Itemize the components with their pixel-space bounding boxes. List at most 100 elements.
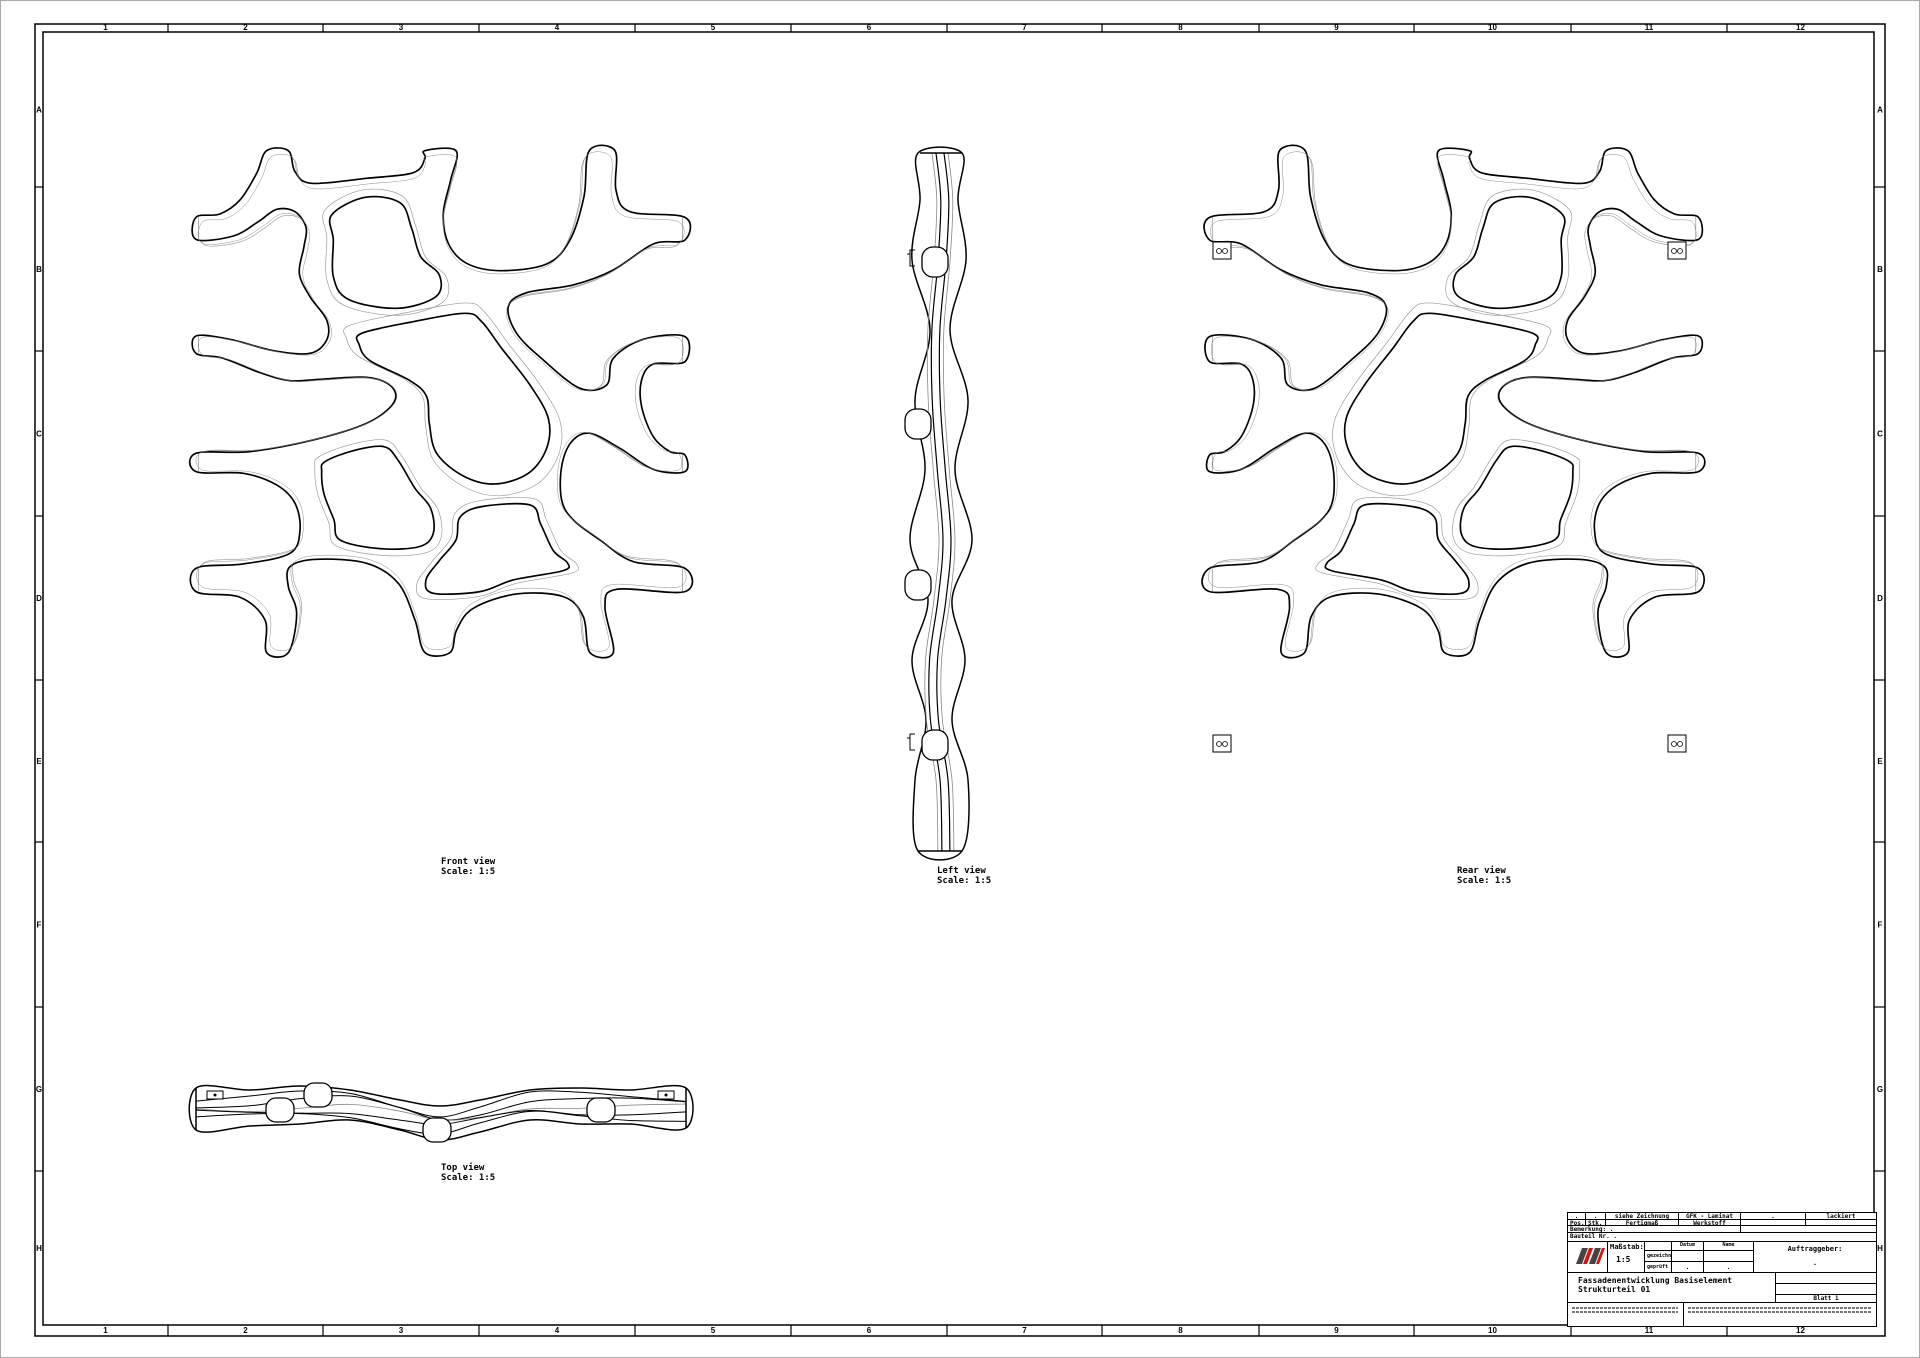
tb-massstab: Maßstab: 1:5 (1608, 1242, 1645, 1273)
bolt-icon (664, 1093, 668, 1097)
tb-massstab-label: Maßstab: (1610, 1243, 1644, 1251)
row-marker: C (1877, 430, 1883, 439)
column-marker: 9 (1334, 1326, 1339, 1335)
rear-hole-contour (1452, 195, 1566, 310)
row-marker: A (36, 106, 42, 115)
tb-title-line1: Fassadenentwicklung Basiselement (1578, 1276, 1733, 1285)
tb-werkstoff-value: GFK - Laminat (1679, 1213, 1741, 1220)
top-view-drawing (188, 1082, 694, 1143)
rear-hole-contour (1324, 502, 1470, 596)
tb-row1-stk: . (1586, 1213, 1606, 1220)
column-marker: 6 (867, 1326, 872, 1335)
left-view-drawing (904, 146, 973, 861)
column-marker: 11 (1645, 23, 1654, 32)
front-hole-contour (355, 312, 551, 485)
bolt-hole-icon (1222, 741, 1228, 747)
bolt-hole-icon (1671, 248, 1677, 254)
tb-bemerkung-label: Bemerkung: (1570, 1226, 1607, 1233)
row-marker: F (1878, 921, 1883, 930)
inner-frame (42, 31, 1875, 1326)
column-marker: 8 (1178, 23, 1183, 32)
front-view-drawing (188, 144, 694, 659)
row-marker: D (36, 594, 42, 603)
title-block: . . siehe Zeichnung GFK - Laminat . lack… (1567, 1212, 1877, 1327)
front-view-label: Front view (441, 856, 496, 867)
tb-copyright-notice (1568, 1303, 1684, 1326)
column-marker: 1 (103, 23, 108, 32)
column-marker: 3 (399, 23, 404, 32)
tb-pos-label: Pos. (1568, 1220, 1586, 1226)
mounting-bracket (1667, 241, 1687, 260)
row-marker: F (37, 921, 42, 930)
top-view-label: Top view (441, 1162, 485, 1173)
mounting-bracket (1212, 241, 1232, 260)
column-marker: 5 (711, 23, 716, 32)
tb-name-label: Name (1704, 1242, 1754, 1251)
tb-blank-corner (1645, 1242, 1672, 1251)
column-marker: 7 (1022, 1326, 1027, 1335)
tb-legal-notice (1684, 1303, 1876, 1326)
column-marker: 10 (1488, 1326, 1497, 1335)
tb-gezeichnet-datum[interactable] (1672, 1251, 1704, 1262)
tb-auftraggeber-value: . (1812, 1259, 1818, 1267)
tb-fertigmass-label: Fertigmaß (1606, 1220, 1679, 1226)
row-marker: H (36, 1244, 42, 1253)
bolt-hole-icon (1222, 248, 1228, 254)
tb-datum-label: Datum (1672, 1242, 1704, 1251)
tb-geprueft-label: geprüft (1645, 1262, 1672, 1273)
column-marker: 12 (1796, 23, 1805, 32)
row-marker: B (36, 265, 42, 274)
left-view-profile-line (940, 152, 956, 852)
column-marker: 5 (711, 1326, 716, 1335)
column-marker: 12 (1796, 1326, 1805, 1335)
tb-drawing-title: Fassadenentwicklung Basiselement Struktu… (1568, 1273, 1776, 1303)
company-logo (1568, 1242, 1608, 1273)
left-view-node (921, 246, 949, 278)
bolt-hole-icon (1671, 741, 1677, 747)
front-hole-offset-line (343, 302, 563, 497)
top-view-node (586, 1097, 616, 1123)
rear-hole-contour (1343, 312, 1539, 485)
tb-row1-pos: . (1568, 1213, 1586, 1220)
tb-massstab-value: 1:5 (1616, 1255, 1631, 1264)
tb-stk-label: Stk. (1586, 1220, 1606, 1226)
front-hole-contour (424, 502, 571, 596)
tb-gezeichnet-label: gezeichn. (1645, 1251, 1672, 1262)
left-view-node (904, 408, 932, 440)
front-hole-contour (320, 445, 435, 550)
column-marker: 2 (243, 1326, 248, 1335)
column-marker: 3 (399, 1326, 404, 1335)
row-marker: G (1877, 1085, 1883, 1094)
tb-title-cell-2 (1776, 1284, 1876, 1295)
top-view-scale: Scale: 1:5 (441, 1173, 495, 1183)
tb-bemerkung-value: . (1609, 1226, 1614, 1233)
front-hole-offset-line (415, 497, 580, 600)
front-view-scale: Scale: 1:5 (441, 867, 495, 877)
left-view-node (904, 569, 932, 601)
tb-geprueft-datum: . (1672, 1262, 1704, 1273)
row-marker: D (1877, 594, 1883, 603)
tb-row1-blank: . (1741, 1213, 1806, 1220)
row-marker: B (1877, 265, 1883, 274)
rear-view-scale: Scale: 1:5 (1457, 876, 1511, 886)
column-marker: 6 (867, 23, 872, 32)
column-marker: 2 (243, 23, 248, 32)
tb-title-cell-1 (1776, 1273, 1876, 1284)
tb-fertigmass-value: siehe Zeichnung (1606, 1213, 1679, 1220)
column-marker: 4 (555, 23, 560, 32)
tb-row2-blank (1741, 1220, 1806, 1226)
left-view-scale: Scale: 1:5 (937, 876, 991, 886)
front-hole-contour (328, 195, 443, 310)
left-view-node (921, 729, 949, 761)
mounting-bracket (1667, 734, 1687, 753)
top-view-profile-line (195, 1090, 687, 1118)
column-marker: 1 (103, 1326, 108, 1335)
rear-hole-offset-line (1445, 188, 1573, 316)
bolt-hole-icon (1677, 741, 1683, 747)
rear-view-drawing (1201, 144, 1706, 659)
row-marker: C (36, 430, 42, 439)
bolt-icon (213, 1093, 217, 1097)
tb-gezeichnet-name[interactable] (1704, 1251, 1754, 1262)
